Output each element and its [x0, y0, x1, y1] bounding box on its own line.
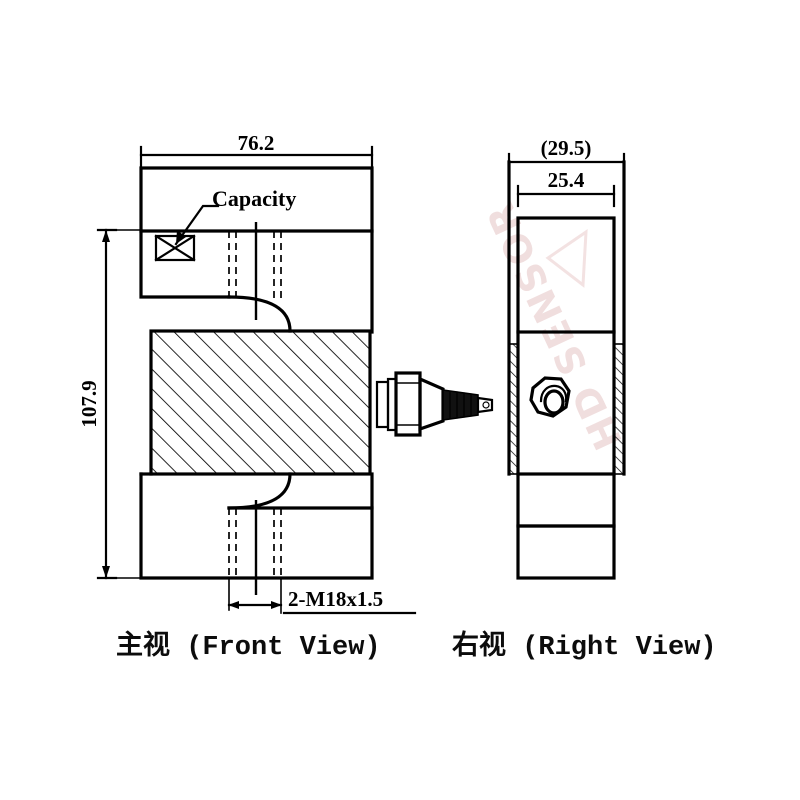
front-lower-slot-curve — [227, 472, 292, 510]
capacity-leader-line — [174, 204, 220, 246]
dimension-thread: 2-M18x1.5 — [227, 577, 417, 615]
right-view-caption: 右视 (Right View) — [452, 630, 717, 663]
dimension-right-body-width: 25.4 — [516, 168, 616, 208]
capacity-label-tag — [154, 234, 196, 262]
dimension-arrow-down — [102, 566, 110, 578]
dimension-thread-value: 2-M18x1.5 — [288, 587, 383, 611]
front-upper-slot-curve — [227, 295, 292, 333]
right-edge-hatch-left — [508, 343, 519, 475]
cable-gland-hex-nut-end-view — [529, 376, 571, 418]
dimension-front-width: 76.2 — [139, 131, 374, 170]
front-beam-section — [149, 329, 372, 476]
cable-gland-connector — [375, 371, 494, 437]
dimension-front-height: 107.9 — [77, 228, 142, 580]
front-view-group: 76.2 107.9 — [77, 131, 494, 663]
right-view-group: (29.5) 25.4 — [452, 136, 717, 663]
capacity-leader-arrow — [176, 230, 186, 244]
front-view-caption: 主视 (Front View) — [116, 630, 381, 663]
front-lower-block — [139, 472, 374, 580]
capacity-label-text: Capacity — [212, 186, 296, 211]
dimension-right-overall-width-value: (29.5) — [541, 136, 592, 160]
front-upper-block — [139, 166, 374, 334]
watermark-triangle-icon — [545, 229, 588, 288]
right-lower-block — [516, 472, 616, 580]
right-beam-section — [508, 330, 625, 476]
watermark-text: HD SENSOR — [478, 194, 631, 456]
right-edge-hatch-right — [613, 343, 625, 475]
dimension-front-height-value: 107.9 — [77, 380, 101, 427]
dimension-right-body-width-value: 25.4 — [548, 168, 585, 192]
right-upper-block — [516, 216, 616, 334]
watermark-hd-sensor: HD SENSOR — [478, 194, 631, 456]
dimension-arrow-up — [102, 230, 110, 242]
dimension-front-width-value: 76.2 — [238, 131, 275, 155]
